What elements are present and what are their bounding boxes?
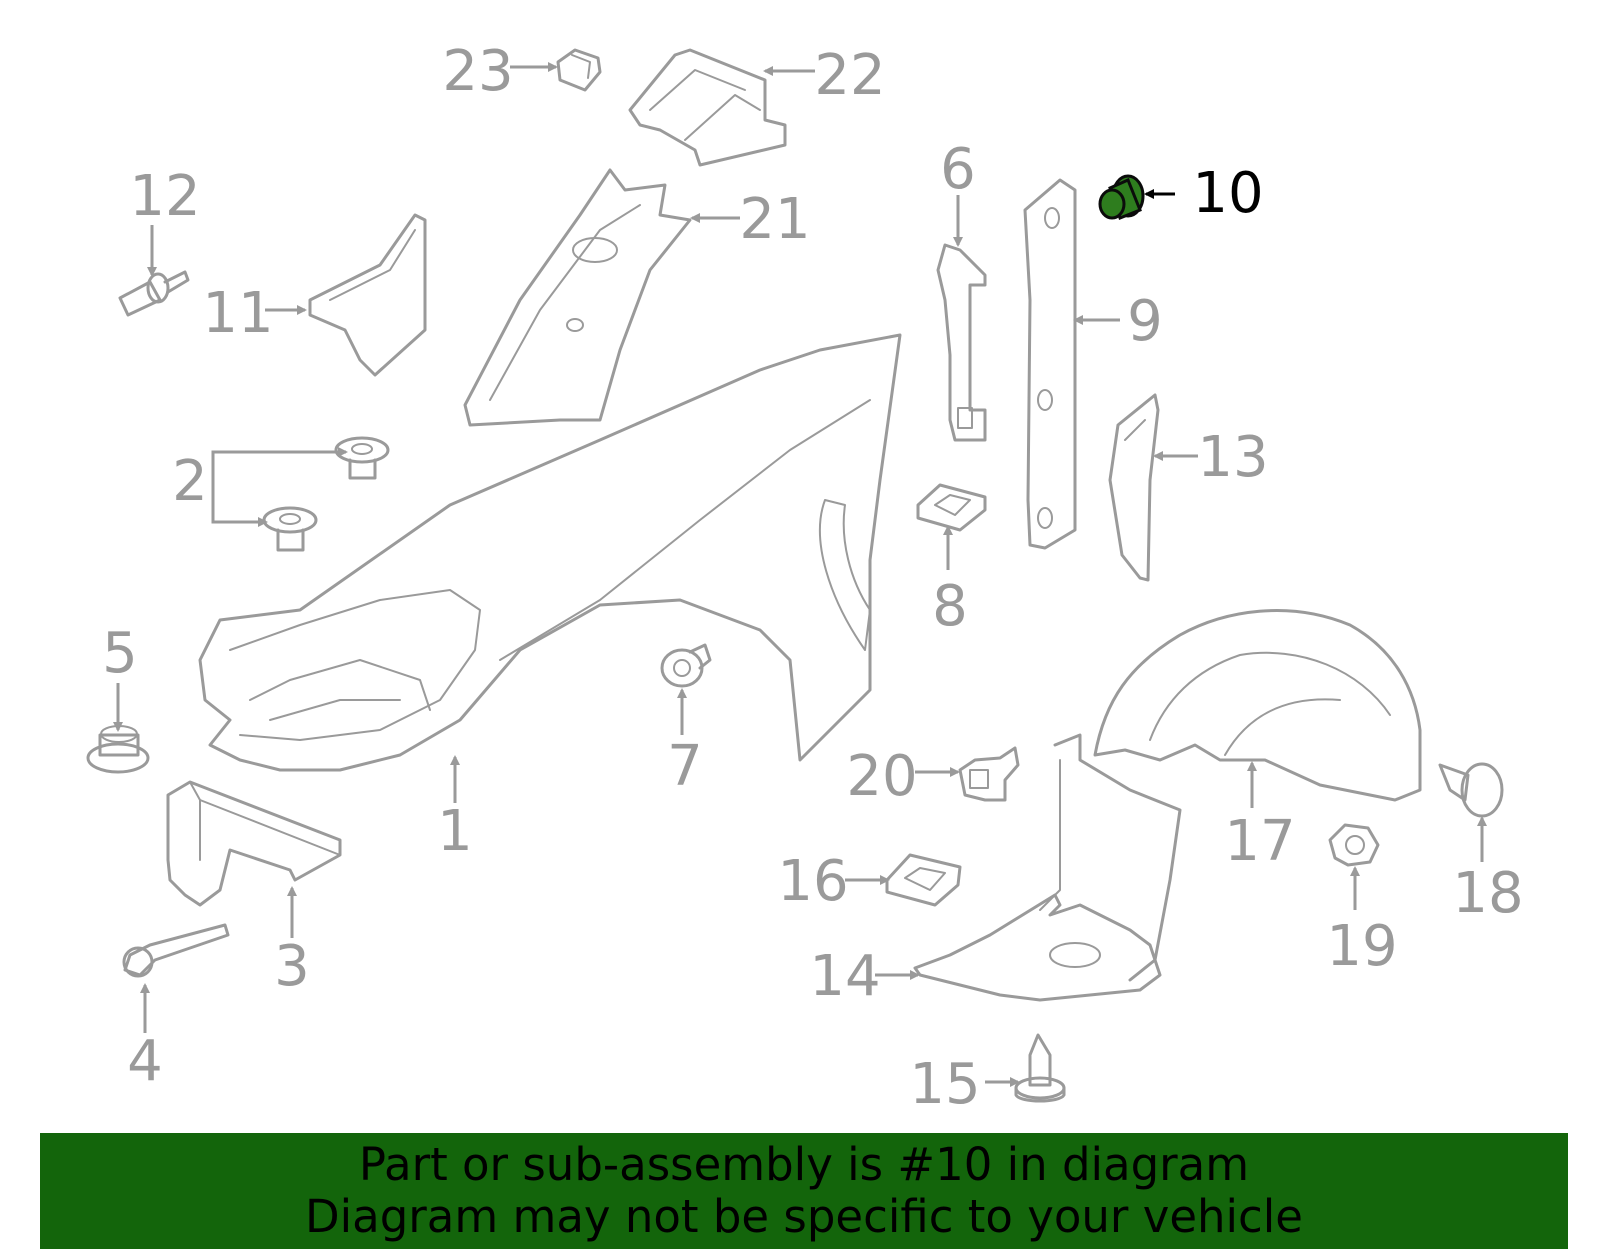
label-11: 11 [202, 281, 273, 346]
label-22: 22 [814, 43, 885, 108]
part-5-nut[interactable] [86, 725, 150, 774]
part-6-bracket[interactable] [936, 243, 987, 442]
part-10-bushing[interactable] [1098, 174, 1145, 220]
label-1: 1 [437, 799, 473, 864]
part-22-bracket[interactable] [628, 48, 787, 167]
part-1-fender[interactable] [198, 333, 902, 772]
leader-arrows [113, 62, 1487, 1087]
label-4: 4 [127, 1029, 163, 1094]
part-19-nut[interactable] [1328, 823, 1380, 867]
label-2: 2 [172, 449, 208, 514]
label-14: 14 [809, 944, 880, 1009]
part-12-pushpin[interactable] [118, 270, 190, 317]
label-20: 20 [846, 744, 917, 809]
part-labels: 1 2 3 4 5 6 7 8 9 10 11 12 13 14 15 16 1… [102, 39, 1523, 1117]
label-8: 8 [932, 574, 968, 639]
part-8-clip[interactable] [916, 483, 987, 532]
part-9-panel[interactable] [1023, 178, 1077, 550]
label-15: 15 [909, 1052, 980, 1117]
banner-line-1: Part or sub-assembly is #10 in diagram [358, 1138, 1250, 1191]
part-21-panel[interactable] [463, 168, 692, 427]
label-21: 21 [739, 187, 810, 252]
label-19: 19 [1326, 914, 1397, 979]
part-3-bracket[interactable] [166, 780, 342, 907]
part-4-bolt[interactable] [122, 923, 230, 978]
part-16-clip[interactable] [885, 853, 962, 907]
label-18: 18 [1452, 861, 1523, 926]
label-5: 5 [102, 621, 138, 686]
part-17-liner[interactable] [1039, 609, 1422, 982]
part-18-pushclip[interactable] [1438, 762, 1504, 818]
banner-line-2: Diagram may not be specific to your vehi… [305, 1190, 1303, 1243]
label-16: 16 [777, 849, 848, 914]
label-10: 10 [1192, 161, 1263, 226]
label-3: 3 [274, 934, 310, 999]
label-17: 17 [1224, 809, 1295, 874]
part-2-grommet[interactable] [262, 436, 390, 552]
label-13: 13 [1197, 425, 1268, 490]
part-15-screw[interactable] [1014, 1033, 1066, 1103]
label-12: 12 [129, 164, 200, 229]
part-20-retainer[interactable] [958, 746, 1020, 802]
label-6: 6 [940, 137, 976, 202]
label-7: 7 [667, 734, 703, 799]
part-7-clip[interactable] [660, 643, 712, 688]
part-11-panel[interactable] [308, 213, 427, 377]
part-23-clip[interactable] [556, 48, 602, 92]
label-23: 23 [442, 39, 513, 104]
part-13-trim[interactable] [1108, 393, 1160, 582]
label-9: 9 [1127, 289, 1163, 354]
info-banner: Part or sub-assembly is #10 in diagram D… [40, 1133, 1568, 1249]
part-14-shield[interactable] [913, 893, 1162, 1002]
